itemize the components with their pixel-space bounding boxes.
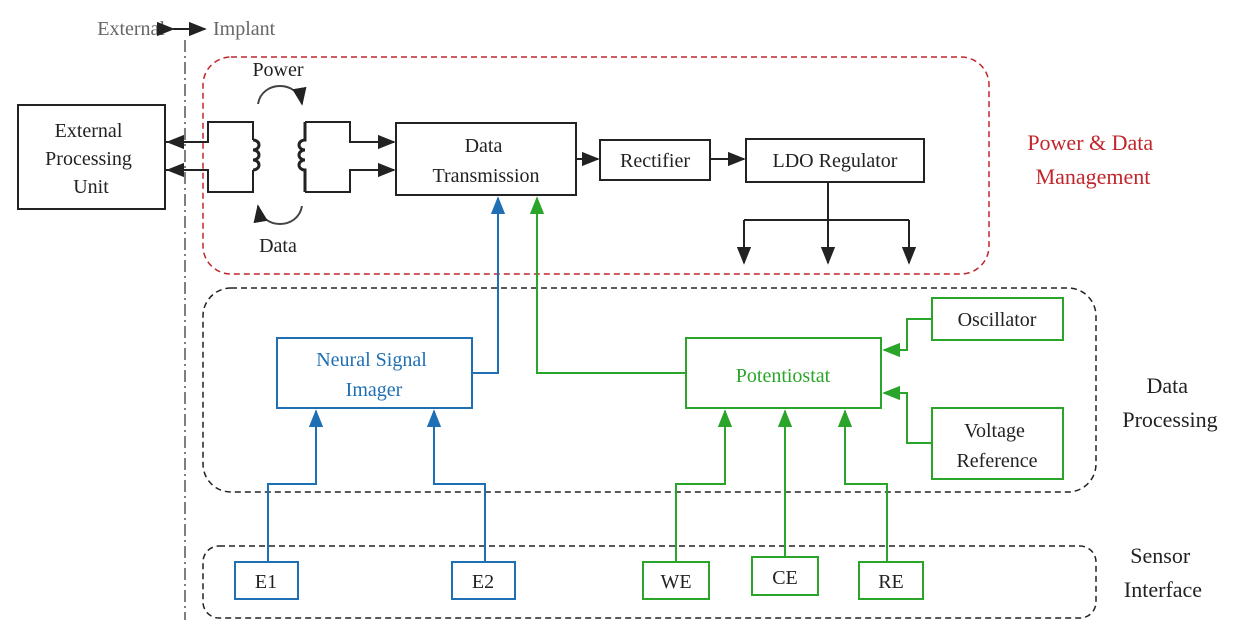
arrow-re-to-potentiostat	[837, 409, 888, 562]
electrode-re-block	[858, 561, 924, 600]
potentiostat-label: Potentiostat	[736, 365, 831, 387]
rectifier-label: Rectifier	[620, 150, 690, 172]
data-transmission-label: Data Transmission	[432, 135, 539, 187]
external-processing-unit-label: External Processing Unit	[45, 120, 137, 198]
data-curve-arrow	[253, 204, 303, 225]
oscillator-label: Oscillator	[958, 309, 1037, 331]
arrow-oscillator-to-potentiostat	[882, 318, 932, 358]
power-data-management-label: Power & Data Management	[1027, 130, 1158, 189]
potentiostat-block	[685, 337, 882, 409]
arrow-potentiostat-to-data-tx	[529, 196, 686, 374]
electrode-ce-block	[751, 556, 819, 596]
data-processing-group	[202, 287, 1097, 493]
ldo-regulator-label: LDO Regulator	[773, 150, 898, 172]
arrow-neural-to-data-tx	[472, 196, 506, 374]
voltage-reference-block	[931, 407, 1064, 480]
inductive-link-transformer	[166, 121, 390, 193]
electrode-re-label: RE	[878, 571, 904, 593]
electrode-ce-label: CE	[772, 567, 798, 589]
neural-signal-imager-label: Neural Signal Imager	[316, 349, 432, 401]
data-processing-label: Data Processing	[1122, 373, 1217, 432]
power-label: Power	[252, 59, 303, 81]
ldo-output-rails	[736, 182, 917, 265]
arrow-voltage-ref-to-potentiostat	[882, 385, 932, 444]
implant-label: Implant	[213, 18, 276, 40]
neural-signal-imager-block	[276, 337, 473, 409]
sensor-interface-label: Sensor Interface	[1124, 543, 1202, 602]
arrow-we-to-potentiostat	[675, 409, 733, 562]
ldo-regulator-block	[745, 138, 925, 183]
external-processing-unit-block	[17, 104, 166, 210]
arrow-e1-to-neural	[267, 409, 324, 562]
power-curve-arrow	[257, 85, 307, 106]
data-label: Data	[259, 235, 297, 257]
electrode-we-block	[642, 561, 710, 600]
oscillator-block	[931, 297, 1064, 341]
electrode-e1-label: E1	[255, 571, 277, 593]
electrode-we-label: WE	[660, 571, 691, 593]
arrow-e2-to-neural	[426, 409, 486, 562]
electrode-e2-label: E2	[472, 571, 494, 593]
external-label: External	[97, 18, 165, 40]
electrode-e2-block	[451, 561, 516, 600]
electrode-e1-block	[234, 561, 299, 600]
voltage-reference-label: Voltage Reference	[956, 420, 1037, 472]
sensor-interface-group	[202, 545, 1097, 619]
power-data-management-group	[202, 56, 990, 275]
